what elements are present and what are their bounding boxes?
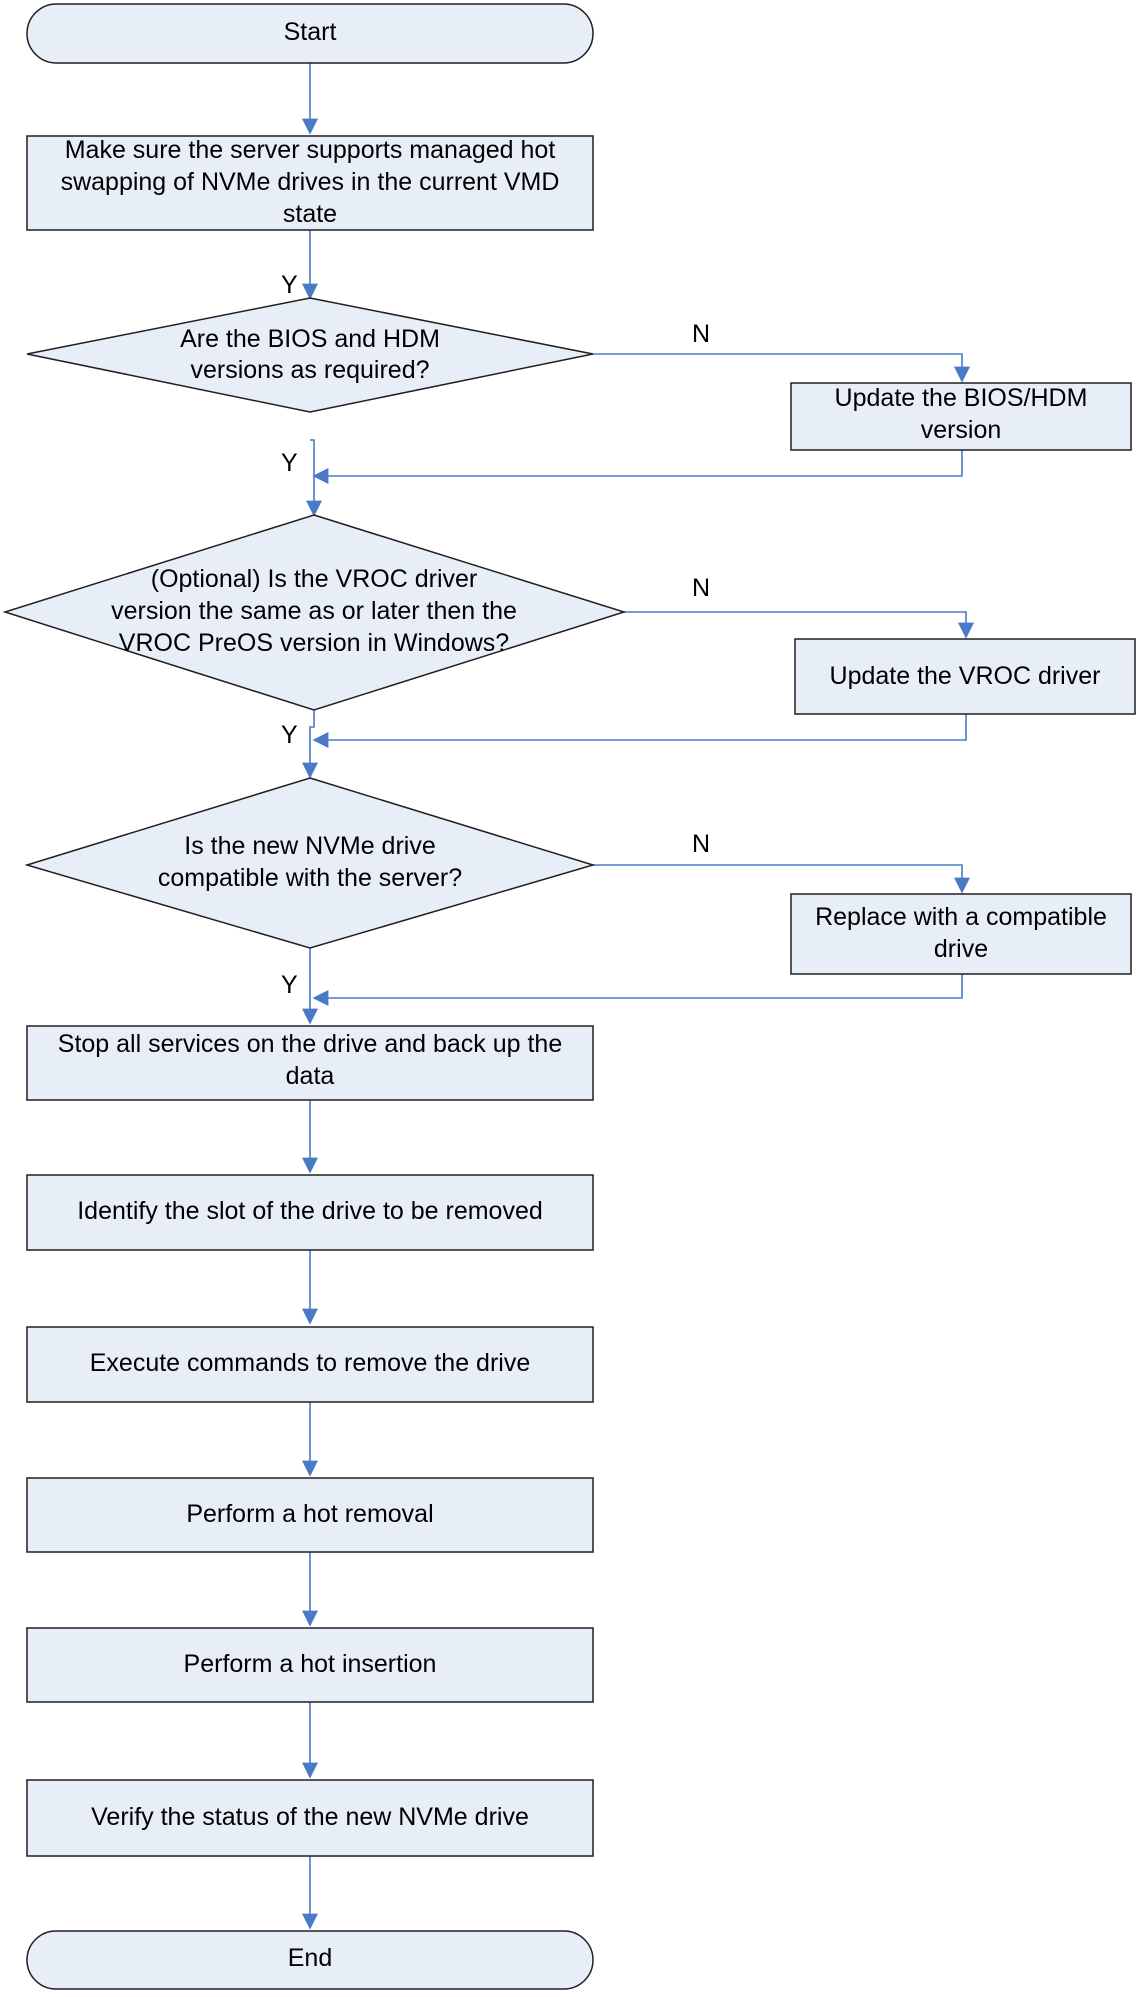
compat-decision-text-line-1: Is the new NVMe drive: [184, 832, 436, 860]
connector-vroc-yes: [302, 710, 318, 779]
label-y-vroc: Y: [281, 721, 298, 749]
replace-drive-text-line-2: drive: [934, 935, 988, 963]
replace-drive-text-line-1: Replace with a compatible: [815, 903, 1107, 931]
update-bios-process: [790, 382, 1132, 451]
start-text: Start: [284, 18, 337, 46]
replace-drive-process: [790, 893, 1132, 975]
branch-labels: Y N Y N Y N Y: [281, 271, 710, 999]
stop-services-text-line-2: data: [286, 1062, 335, 1090]
label-y-support: Y: [281, 271, 298, 299]
compatibility-decision: [24, 777, 596, 949]
label-y-bios: Y: [281, 449, 298, 477]
connector-vroc-no: [624, 611, 974, 639]
bios-decision-text-line-2: versions as required?: [190, 356, 429, 384]
nodes: [2, 3, 1136, 1990]
stop-services-process: [26, 1025, 594, 1101]
support-process: [26, 135, 594, 231]
update-bios-text-line-2: version: [921, 416, 1002, 444]
vroc-decision-text-line-1: (Optional) Is the VROC driver: [151, 565, 478, 593]
vroc-decision: [2, 514, 627, 711]
vroc-decision-text-line-3: VROC PreOS version in Windows?: [119, 629, 509, 657]
execute-commands-process: [26, 1326, 594, 1403]
label-n-vroc: N: [692, 574, 710, 602]
start-terminal: [26, 3, 594, 64]
end-terminal: [26, 1930, 594, 1990]
connectors: [302, 63, 974, 1930]
compat-decision-text-line-2: compatible with the server?: [158, 864, 462, 892]
update-bios-text-line-1: Update the BIOS/HDM: [835, 384, 1088, 412]
connector-replace-return: [312, 974, 963, 1006]
verify-status-text: Verify the status of the new NVMe drive: [91, 1803, 529, 1831]
identify-slot-process: [26, 1174, 594, 1251]
label-y-compat: Y: [281, 971, 298, 999]
label-n-compat: N: [692, 830, 710, 858]
connector-update-bios-return: [312, 450, 963, 484]
connector-update-vroc-return: [312, 714, 967, 748]
update-vroc-process: [794, 638, 1136, 715]
support-text-line-2: swapping of NVMe drives in the current V…: [61, 168, 560, 196]
hot-insertion-process: [26, 1627, 594, 1703]
execute-commands-text: Execute commands to remove the drive: [90, 1349, 530, 1377]
hot-removal-text: Perform a hot removal: [186, 1500, 433, 1528]
hot-insertion-text: Perform a hot insertion: [184, 1650, 437, 1678]
stop-services-text-line-1: Stop all services on the drive and back …: [58, 1030, 562, 1058]
bios-decision-text-line-1: Are the BIOS and HDM: [180, 325, 440, 353]
hot-removal-process: [26, 1477, 594, 1553]
identify-slot-text: Identify the slot of the drive to be rem…: [77, 1197, 543, 1225]
bios-hdm-decision: [26, 297, 594, 413]
node-labels: Start Make sure the server supports mana…: [58, 18, 1107, 1972]
connector-bios-yes: [306, 439, 322, 517]
connector-bios-no: [593, 353, 970, 383]
connector-compat-no: [593, 864, 970, 894]
support-text-line-1: Make sure the server supports managed ho…: [65, 136, 556, 164]
verify-status-process: [26, 1779, 594, 1857]
end-text: End: [288, 1944, 332, 1972]
vroc-decision-text-line-2: version the same as or later then the: [111, 597, 517, 625]
support-text-line-3: state: [283, 200, 337, 228]
label-n-bios: N: [692, 320, 710, 348]
update-vroc-text: Update the VROC driver: [830, 662, 1101, 690]
